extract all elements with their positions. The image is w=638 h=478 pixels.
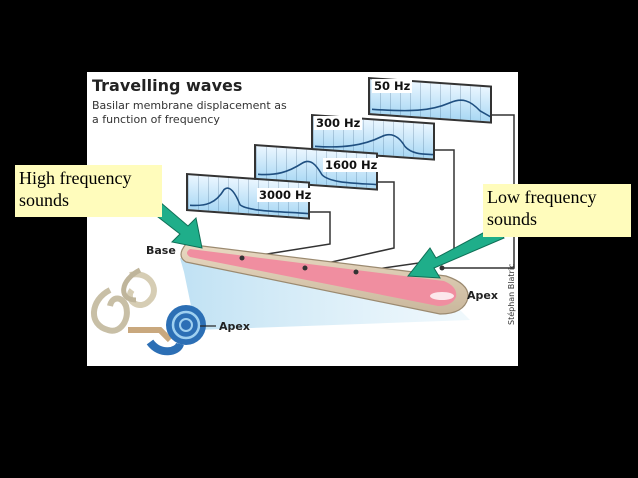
apex-membrane-label: Apex <box>467 289 498 302</box>
panel-300hz <box>311 114 435 161</box>
panel-50hz <box>368 77 492 124</box>
apex-cochlea-label: Apex <box>219 320 250 333</box>
cochlea-illustration <box>91 267 216 356</box>
apex-opening <box>430 292 454 300</box>
membrane-pink-band <box>187 249 457 306</box>
diagram-title: Travelling waves <box>92 76 243 95</box>
panel-3000hz-label: 3000 Hz <box>257 188 314 202</box>
image-credit: Stéphan Blatric <box>507 263 516 325</box>
panel-50hz-label: 50 Hz <box>372 79 413 93</box>
callout-low-frequency: Low frequency sounds <box>483 184 631 237</box>
base-label: Base <box>146 244 176 257</box>
connector-300hz <box>355 149 455 273</box>
panel-1600hz-label: 1600 Hz <box>323 158 380 172</box>
connector-1600hz <box>304 181 395 269</box>
callout-high-frequency: High frequency sounds <box>15 165 162 217</box>
diagram-subtitle: Basilar membrane displacement as a funct… <box>92 99 287 126</box>
panel-3000hz <box>186 173 310 220</box>
panel-1600hz <box>254 144 378 191</box>
panel-300hz-label: 300 Hz <box>314 116 363 130</box>
connector-3000hz <box>241 211 331 259</box>
